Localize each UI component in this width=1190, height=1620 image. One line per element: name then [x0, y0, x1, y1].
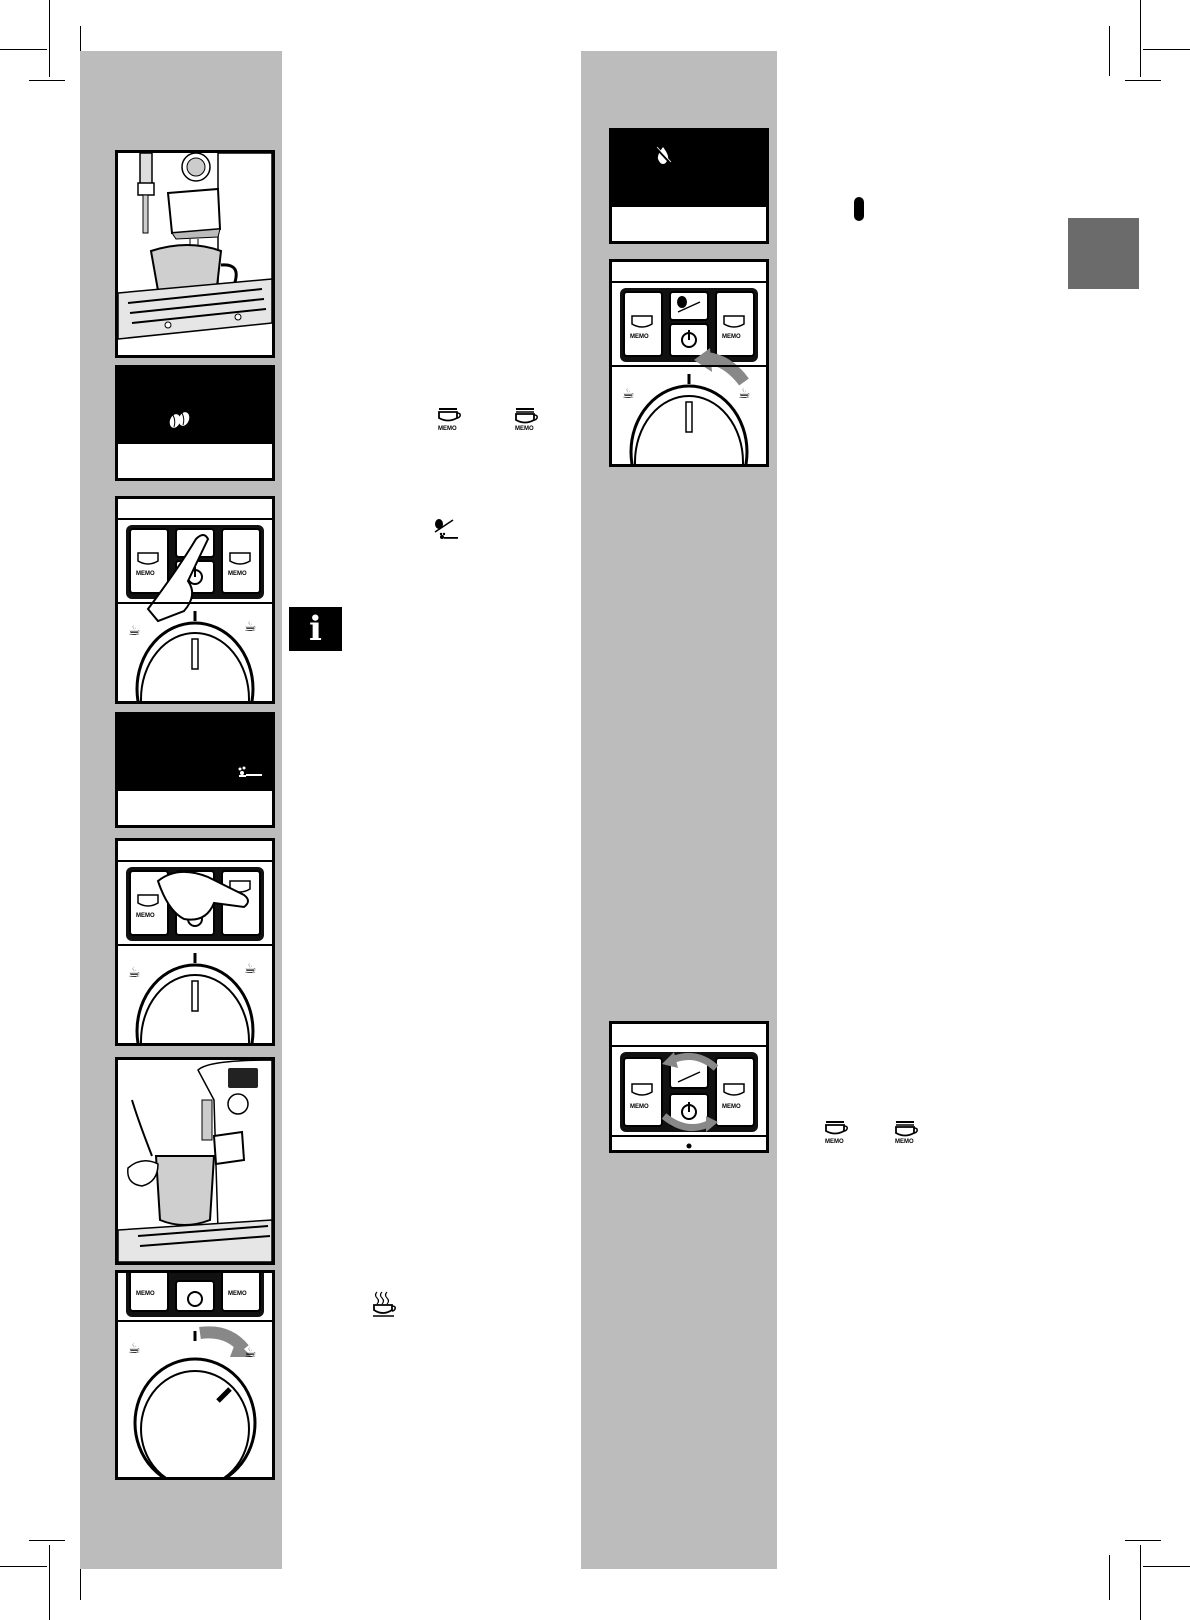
memo-label: MEMO: [228, 571, 247, 577]
memo-cup-large-icon: MEMO: [515, 408, 538, 432]
crop-mark: [29, 80, 65, 81]
memo-label: MEMO: [722, 1104, 741, 1110]
steam-cup-icon: [373, 1291, 396, 1317]
crop-mark: [1109, 1555, 1110, 1600]
section-tab: [1068, 218, 1139, 289]
crop-mark: [49, 0, 50, 77]
crop-mark: [1143, 49, 1190, 50]
illustration-press-memo-button: MEMO ☕ ☕: [115, 838, 275, 1046]
illustration-cup-dispensing: [115, 150, 275, 358]
illustration-press-aroma-button: MEMO MEMO ☕ ☕: [115, 496, 275, 704]
illustration-steaming-milk-jug: [115, 1057, 275, 1265]
memo-cup-small-icon: MEMO: [438, 408, 461, 432]
svg-text:☕: ☕: [738, 386, 751, 402]
svg-text:MEMO: MEMO: [515, 426, 534, 432]
memo-label: MEMO: [630, 334, 649, 340]
crop-mark: [1140, 0, 1141, 77]
status-indicator-icon: [854, 197, 864, 221]
svg-text:☕: ☕: [128, 1341, 141, 1357]
memo-cup-small-icon: MEMO: [825, 1121, 848, 1145]
crop-mark: [1109, 26, 1110, 76]
svg-text:☕: ☕: [244, 961, 257, 977]
svg-text:☕: ☕: [244, 619, 257, 635]
svg-text:☕: ☕: [244, 1345, 257, 1361]
display-no-water: [609, 128, 769, 244]
crop-mark: [0, 49, 47, 50]
svg-text:MEMO: MEMO: [438, 426, 457, 432]
crop-mark: [49, 1545, 50, 1620]
memo-label: MEMO: [630, 1104, 649, 1110]
aroma-steam-selector-icon: [434, 519, 458, 539]
svg-text:MEMO: MEMO: [895, 1139, 914, 1145]
info-icon: i: [289, 607, 342, 651]
display-steam-symbol: [115, 712, 275, 828]
memo-cup-large-icon: MEMO: [895, 1121, 918, 1145]
memo-label: MEMO: [136, 571, 155, 577]
illustration-press-both-buttons: MEMO MEMO: [609, 1021, 769, 1153]
svg-text:MEMO: MEMO: [825, 1139, 844, 1145]
info-glyph: i: [309, 609, 322, 649]
memo-label: MEMO: [228, 1291, 247, 1297]
memo-label: MEMO: [136, 1291, 155, 1297]
illustration-press-power-button: MEMO MEMO ☕ ☕: [609, 259, 769, 467]
svg-text:☕: ☕: [622, 386, 635, 402]
memo-label: MEMO: [722, 334, 741, 340]
crop-mark: [1125, 1540, 1161, 1541]
svg-text:☕: ☕: [128, 965, 141, 981]
crop-mark: [29, 1540, 65, 1541]
svg-text:☕: ☕: [128, 623, 141, 639]
illustration-turn-knob-steam: MEMO MEMO ☕ ☕: [115, 1270, 275, 1480]
no-water-drop-icon: [655, 146, 672, 164]
memo-label: MEMO: [136, 913, 155, 919]
crop-mark: [0, 1566, 47, 1567]
crop-mark: [1143, 1566, 1190, 1567]
crop-mark: [1140, 1545, 1141, 1620]
steam-wand-display-icon: [238, 766, 262, 777]
display-beans: [115, 365, 275, 481]
crop-mark: [80, 1555, 81, 1600]
coffee-beans-icon: [169, 412, 190, 428]
crop-mark: [1125, 80, 1161, 81]
